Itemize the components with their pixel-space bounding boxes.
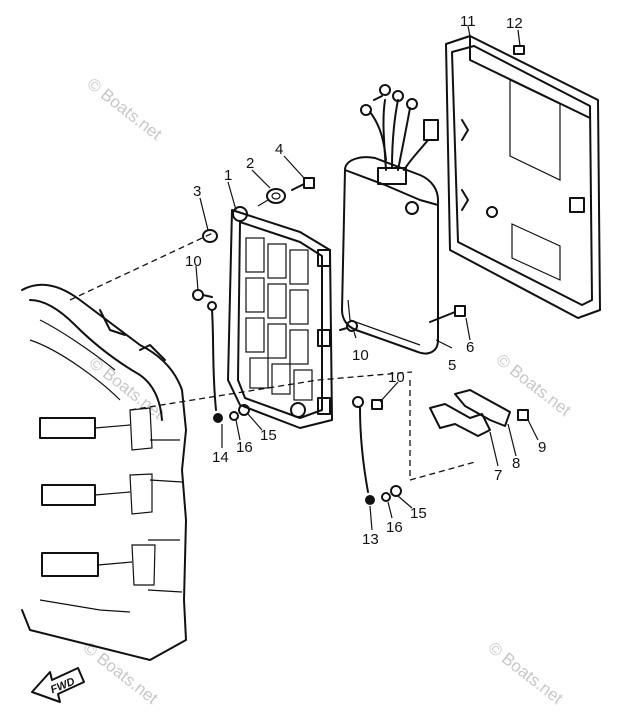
collar-3 xyxy=(202,229,218,243)
callout-3: 3 xyxy=(193,183,201,200)
callout-1: 1 xyxy=(224,167,232,184)
leader-lines xyxy=(195,25,539,531)
callout-4: 4 xyxy=(275,141,283,158)
watermark-bottom-right: © Boats.net xyxy=(485,638,567,708)
callout-12: 12 xyxy=(506,15,523,32)
alignment-line-10 xyxy=(129,371,413,411)
callout-8: 8 xyxy=(512,455,520,472)
callout-10-left: 10 xyxy=(185,253,202,270)
washer-16-left xyxy=(229,411,239,421)
bolt-6 xyxy=(429,305,466,323)
bracket-7 xyxy=(429,403,491,437)
callout-6: 6 xyxy=(466,339,474,356)
screw-9 xyxy=(517,409,529,421)
callout-13: 13 xyxy=(362,531,379,548)
screw-12 xyxy=(513,45,525,55)
callout-10-middle: 10 xyxy=(352,347,369,364)
bracket-plate xyxy=(227,206,333,429)
screw-10-right xyxy=(371,399,383,410)
cdi-unit xyxy=(341,84,439,355)
cover xyxy=(445,35,601,319)
washer-16-right xyxy=(381,492,391,502)
fwd-arrow-icon: FWD xyxy=(31,667,85,703)
watermark-top-left: © Boats.net xyxy=(84,74,166,144)
screw-10-mid xyxy=(339,320,358,332)
callout-16-left: 16 xyxy=(236,439,253,456)
engine-block xyxy=(21,283,187,661)
screw-15-left xyxy=(238,404,250,416)
callout-14: 14 xyxy=(212,449,229,466)
callout-9: 9 xyxy=(538,439,546,456)
callout-10-right: 10 xyxy=(388,369,405,386)
screw-15-right xyxy=(390,485,402,497)
callout-15-left: 15 xyxy=(260,427,277,444)
callout-15-right: 15 xyxy=(410,505,427,522)
bolt-4 xyxy=(291,177,315,191)
callout-7: 7 xyxy=(494,467,502,484)
ground-lead-13 xyxy=(352,396,375,505)
callout-5: 5 xyxy=(448,357,456,374)
callout-11: 11 xyxy=(460,13,476,30)
watermark-bottom-left: © Boats.net xyxy=(80,638,162,708)
alignment-line-7 xyxy=(409,380,476,481)
ground-lead-14 xyxy=(192,289,223,423)
watermark-middle-left: © Boats.net xyxy=(86,353,168,423)
alignment-line-3 xyxy=(69,231,216,301)
callout-2: 2 xyxy=(246,155,254,172)
callout-16-right: 16 xyxy=(386,519,403,536)
grommet xyxy=(266,188,286,204)
bracket-8 xyxy=(454,389,511,427)
